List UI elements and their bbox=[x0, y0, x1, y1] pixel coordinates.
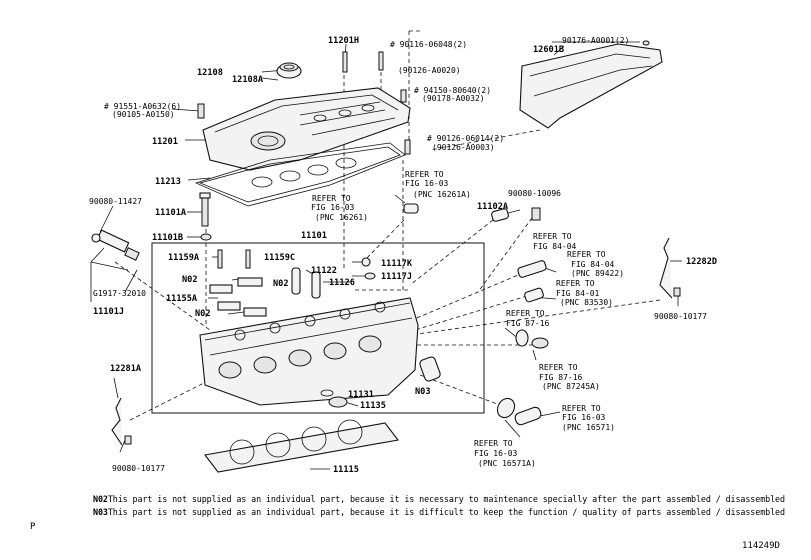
callout-11115: 11115 bbox=[333, 465, 359, 475]
refer-8-line-1: REFER TO bbox=[562, 404, 601, 413]
callout-11101: 11101 bbox=[301, 231, 327, 241]
refer-4-line-2: FIG 84-04 bbox=[571, 260, 615, 269]
callout-90126-06014: # 90126-06014(2) bbox=[427, 134, 504, 143]
sensors-and-fittings bbox=[403, 203, 549, 426]
refer-9-line-1: REFER TO bbox=[474, 439, 513, 448]
refer-7-line-3: (PNC 87245A) bbox=[542, 382, 600, 391]
callout-n02-b: N02 bbox=[273, 279, 289, 289]
callout-n02-c: N02 bbox=[195, 309, 211, 319]
callout-11159A: 11159A bbox=[168, 253, 200, 263]
oil-filler-cap bbox=[276, 62, 302, 79]
footnote-n02-text: This part is not supplied as an individu… bbox=[107, 494, 785, 504]
callout-11155A: 11155A bbox=[166, 294, 198, 304]
callout-90116: # 90116-06048(2) bbox=[390, 40, 467, 49]
callout-n03: N03 bbox=[415, 387, 431, 397]
engine-hanger-front bbox=[111, 397, 132, 446]
footnote-n03-text: This part is not supplied as an individu… bbox=[107, 507, 785, 517]
refer-7-line-2: FIG 87-16 bbox=[539, 373, 583, 382]
callout-labels: 11201H 12108 12108A # 90116-06048(2) (90… bbox=[89, 36, 717, 475]
refer-4-line-3: (PNC 89422) bbox=[571, 269, 624, 278]
dashed-guide-lines bbox=[114, 30, 661, 421]
refer-4-line-1: REFER TO bbox=[567, 250, 606, 259]
callout-11122: 11122 bbox=[311, 266, 337, 276]
refer-7-line-1: REFER TO bbox=[539, 363, 578, 372]
callout-90080-10177-a: 90080-10177 bbox=[654, 312, 707, 321]
callout-11201H: 11201H bbox=[328, 36, 359, 46]
refer-1-line-2: FIG 16-03 bbox=[405, 179, 449, 188]
callout-12281A: 12281A bbox=[110, 364, 142, 374]
head-bolt bbox=[199, 192, 212, 241]
page-marker: P bbox=[30, 522, 36, 532]
refer-2-line-1: REFER TO bbox=[312, 194, 351, 203]
engine-hanger-rear bbox=[659, 237, 681, 299]
callout-91551: # 91551-A0632(6) bbox=[104, 102, 181, 111]
callout-12108: 12108 bbox=[197, 68, 223, 78]
refer-5-line-2: FIG 84-01 bbox=[556, 289, 600, 298]
refer-5-line-3: (PNC 83530) bbox=[560, 298, 613, 307]
engine-cover bbox=[519, 40, 663, 129]
footnote-n02: N02This part is not supplied as an indiv… bbox=[93, 494, 785, 504]
refer-8-line-3: (PNC 16571) bbox=[562, 423, 615, 432]
callout-11135: 11135 bbox=[360, 401, 386, 411]
footnote-n03: N03This part is not supplied as an indiv… bbox=[93, 507, 785, 517]
callout-11131: 11131 bbox=[348, 390, 374, 400]
callout-90176: 90176-A0001(2) bbox=[562, 36, 629, 45]
refer-1-line-1: REFER TO bbox=[405, 170, 444, 179]
refer-9-line-3: (PNC 16571A) bbox=[478, 459, 536, 468]
callout-90105: (90105-A0150) bbox=[112, 110, 175, 119]
callout-90126-a0020: (90126-A0020) bbox=[398, 66, 461, 75]
vvt-oil-control-valve bbox=[91, 229, 140, 261]
footnote-n02-code: N02 bbox=[93, 494, 108, 504]
refer-5-line-1: REFER TO bbox=[556, 279, 595, 288]
head-gasket bbox=[204, 419, 399, 473]
water-outlet-pipe bbox=[320, 356, 441, 408]
callout-90080-10096: 90080-10096 bbox=[508, 189, 561, 198]
cylinder-head-cover bbox=[202, 87, 411, 171]
callout-11102A: 11102A bbox=[477, 202, 509, 212]
refer-1-line-3: (PNC 16261A) bbox=[413, 190, 471, 199]
callout-g1917: G1917-32010 bbox=[93, 289, 146, 298]
callout-12601B: 12601B bbox=[533, 45, 564, 55]
callout-90080-10177-b: 90080-10177 bbox=[112, 464, 165, 473]
callout-n02-a: N02 bbox=[182, 275, 198, 285]
refer-9-line-2: FIG 16-03 bbox=[474, 449, 518, 458]
callout-94150: # 94150-80640(2) bbox=[414, 86, 491, 95]
callout-11117K: 11117K bbox=[381, 259, 413, 269]
callout-90126-a0003: (90126-A0003) bbox=[432, 143, 495, 152]
refer-6-line-2: FIG 87-16 bbox=[506, 319, 550, 328]
callout-12108A: 12108A bbox=[232, 75, 264, 85]
callout-11213: 11213 bbox=[155, 177, 181, 187]
refer-2-line-3: (PNC 16261) bbox=[315, 213, 368, 222]
callout-11201: 11201 bbox=[152, 137, 178, 147]
callout-12282D: 12282D bbox=[686, 257, 717, 267]
callout-90178: (90178-A0032) bbox=[422, 94, 485, 103]
refer-3-line-2: FIG 84-04 bbox=[533, 242, 577, 251]
callout-11159C: 11159C bbox=[264, 253, 295, 263]
refer-3-line-1: REFER TO bbox=[533, 232, 572, 241]
callout-11101J: 11101J bbox=[93, 307, 124, 317]
illustration-id: 114249D bbox=[742, 541, 780, 551]
refer-6-line-1: REFER TO bbox=[506, 309, 545, 318]
cylinder-head-group-box bbox=[151, 242, 485, 414]
cover-bolts bbox=[197, 51, 411, 155]
callout-90080-11427: 90080-11427 bbox=[89, 197, 142, 206]
refer-8-line-2: FIG 16-03 bbox=[562, 413, 606, 422]
spark-plug-tubes bbox=[291, 257, 376, 299]
callout-11101B: 11101B bbox=[152, 233, 183, 243]
refer-2-line-2: FIG 16-03 bbox=[311, 203, 355, 212]
callout-11101A: 11101A bbox=[155, 208, 187, 218]
callout-11126: 11126 bbox=[329, 278, 355, 288]
head-cover-gasket bbox=[194, 142, 406, 207]
footnote-n03-code: N03 bbox=[93, 507, 108, 517]
cylinder-head bbox=[199, 297, 419, 406]
camshaft-bearing-caps bbox=[209, 249, 267, 317]
callout-11117J: 11117J bbox=[381, 272, 412, 282]
